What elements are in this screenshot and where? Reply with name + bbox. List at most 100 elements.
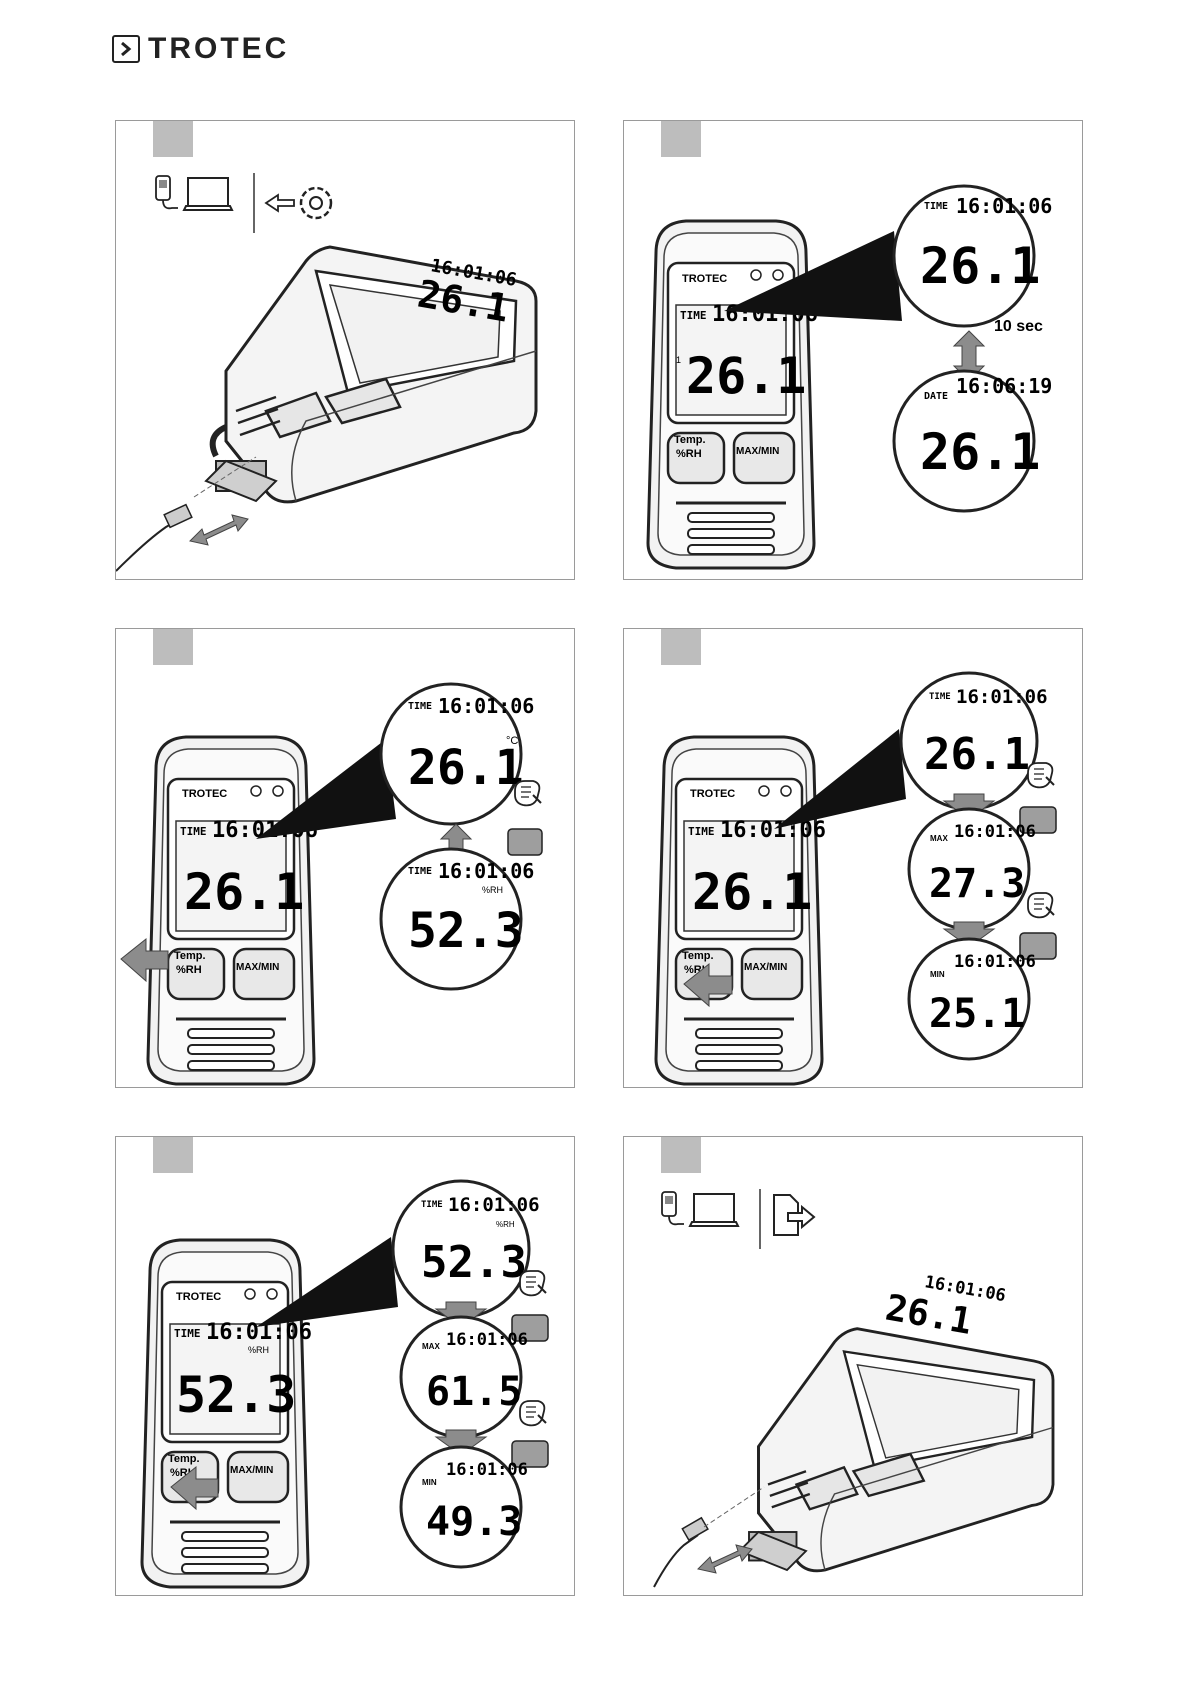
zoom-date-label: DATE xyxy=(924,391,948,402)
zoom-temperature: 26.1 xyxy=(924,729,1030,780)
temp-button-label: Temp. xyxy=(174,950,206,962)
zoom-temperature: 26.1 xyxy=(920,237,1040,295)
zoom-humidity-unit: %RH xyxy=(482,885,503,895)
lcd-humidity: 52.3 xyxy=(176,1366,296,1424)
zoom-temperature: 26.1 xyxy=(408,740,524,796)
maxmin-button-label: MAX/MIN xyxy=(230,1465,273,1476)
zoom-time-value-min: 16:01:06 xyxy=(954,952,1036,972)
zoom-humidity: 52.3 xyxy=(421,1237,527,1288)
step-number-box xyxy=(661,1137,701,1173)
lcd-temperature: 26.1 xyxy=(692,863,812,921)
step-number-box xyxy=(153,629,193,665)
lcd-time: 16:01:06 xyxy=(720,818,826,843)
lcd-time-label: TIME xyxy=(680,309,707,322)
panel-step-6: 26.1 16:01:06 xyxy=(623,1136,1083,1596)
step-number-box xyxy=(661,629,701,665)
zoom-time-value: 16:01:06 xyxy=(956,194,1052,218)
step-number-box xyxy=(153,121,193,157)
zoom-min-label: MIN xyxy=(930,970,945,979)
panel-step-2: TROTEC TIME 16:01:06 26.1 1 Temp. %RH MA… xyxy=(623,120,1083,580)
maxmin-key-icon xyxy=(511,1440,549,1468)
zoom-min-label: MIN xyxy=(422,1478,437,1487)
lcd-humidity-unit: %RH xyxy=(248,1345,269,1355)
panel-step-1: 26.1 16:01:06 xyxy=(115,120,575,580)
press-arrow-icon xyxy=(120,937,169,983)
maxmin-button-label: MAX/MIN xyxy=(236,962,279,973)
zoom-time-label: TIME xyxy=(924,201,948,212)
interval-label: 10 sec xyxy=(994,318,1043,335)
hand-press-icon xyxy=(514,780,542,807)
zoom-min-temp: 25.1 xyxy=(929,991,1025,1037)
hand-press-icon xyxy=(519,1400,547,1427)
zoom-date-value: 16:06:19 xyxy=(956,374,1052,398)
lcd-time-label: TIME xyxy=(688,825,715,838)
hand-press-icon xyxy=(519,1270,547,1297)
usb-cable-icon xyxy=(653,1534,699,1588)
zoom-circle-time xyxy=(892,184,1036,328)
zoom-time-label: TIME xyxy=(929,692,951,702)
export-file-icon xyxy=(773,1194,816,1236)
down-arrow-icon xyxy=(942,921,996,948)
arrow-left-icon xyxy=(264,193,295,213)
press-arrow-icon xyxy=(683,962,733,1008)
double-arrow-icon xyxy=(189,514,249,546)
hand-press-icon xyxy=(1027,892,1055,919)
temp-button-label: Temp. xyxy=(674,434,706,446)
logger-icon xyxy=(155,175,179,210)
device-brand: TROTEC xyxy=(176,1291,221,1303)
zoom-time-label: TIME xyxy=(421,1200,443,1210)
laptop-icon xyxy=(689,1193,739,1227)
settings-gear-icon xyxy=(299,186,333,220)
zoom-temp-unit: °C xyxy=(506,735,518,747)
zoom-circle-date xyxy=(892,369,1036,513)
zoom-time-value-min: 16:01:06 xyxy=(446,1460,528,1480)
zoom-temperature-2: 26.1 xyxy=(920,423,1040,481)
lcd-temperature: 26.1 xyxy=(686,347,806,405)
zoom-time-value-max: 16:01:06 xyxy=(446,1330,528,1350)
logo-text: TROTEC xyxy=(148,32,290,65)
temp-button-label: Temp. xyxy=(168,1453,200,1465)
logger-icon xyxy=(661,1191,685,1226)
zoom-circle-min xyxy=(907,937,1031,1061)
zoom-time-value: 16:01:06 xyxy=(448,1194,540,1216)
zoom-humidity-unit: %RH xyxy=(496,1220,515,1229)
zoom-time-value: 16:01:06 xyxy=(438,694,534,718)
zoom-max-temp: 27.3 xyxy=(929,861,1025,907)
zoom-time-value-2: 16:01:06 xyxy=(438,859,534,883)
trotec-logo: TROTEC xyxy=(112,34,289,64)
panel-step-3: TROTEC TIME 16:01:06 26.1 Temp. %RH MAX/… xyxy=(115,628,575,1088)
panel-step-4: TROTEC TIME 16:01:06 26.1 Temp. %RH MAX/… xyxy=(623,628,1083,1088)
down-arrow-icon xyxy=(434,1429,488,1456)
lcd-time-label: TIME xyxy=(174,1327,201,1340)
device-brand: TROTEC xyxy=(182,788,227,800)
logo-chevron-icon xyxy=(112,35,140,63)
step-number-box xyxy=(661,121,701,157)
zoom-max-label: MAX xyxy=(422,1342,440,1351)
zoom-min-humidity: 49.3 xyxy=(426,1499,522,1545)
zoom-time-label: TIME xyxy=(408,701,432,712)
zoom-time-value-max: 16:01:06 xyxy=(954,822,1036,842)
zoom-circle-humidity xyxy=(379,847,523,991)
usb-cable-icon xyxy=(116,518,181,572)
device-brand: TROTEC xyxy=(690,788,735,800)
press-arrow-icon xyxy=(170,1465,219,1511)
rh-button-label: %RH xyxy=(176,964,202,976)
panel-step-5: TROTEC TIME 16:01:06 %RH 52.3 Temp. %RH … xyxy=(115,1136,575,1596)
maxmin-button-label: MAX/MIN xyxy=(744,962,787,973)
zoom-time-value: 16:01:06 xyxy=(956,686,1048,708)
device-brand: TROTEC xyxy=(682,273,727,285)
maxmin-key-icon xyxy=(1019,932,1057,960)
zoom-time-label-2: TIME xyxy=(408,866,432,877)
hand-press-icon xyxy=(1027,762,1055,789)
double-arrow-icon xyxy=(952,330,986,382)
zoom-max-label: MAX xyxy=(930,834,948,843)
lcd-time-label: TIME xyxy=(180,825,207,838)
double-arrow-icon xyxy=(697,1544,753,1574)
temp-button-label: Temp. xyxy=(682,950,714,962)
lcd-channel: 1 xyxy=(676,355,681,365)
temp-rh-key-icon xyxy=(507,828,543,856)
rh-button-label: %RH xyxy=(676,448,702,460)
zoom-humidity: 52.3 xyxy=(408,903,524,959)
laptop-icon xyxy=(183,177,233,211)
lcd-time: 16:01:06 xyxy=(206,1320,312,1345)
